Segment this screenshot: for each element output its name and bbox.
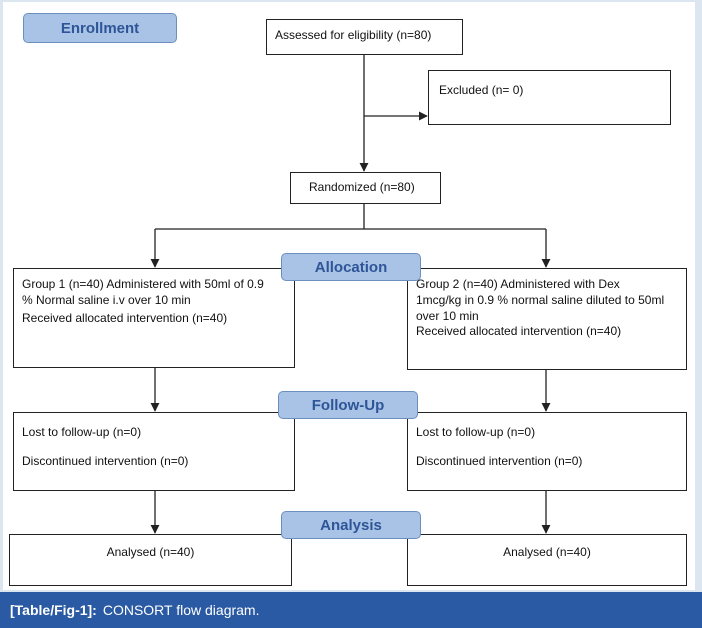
assessed-box: Assessed for eligibility (n=80) xyxy=(266,19,463,55)
stage-allocation: Allocation xyxy=(281,253,421,281)
group2-line3: over 10 min xyxy=(416,308,479,323)
caption-label: [Table/Fig-1]: xyxy=(10,602,97,618)
caption-text: CONSORT flow diagram. xyxy=(102,602,260,618)
group1-box: Group 1 (n=40) Administered with 50ml of… xyxy=(13,268,295,368)
randomized-text: Randomized (n=80) xyxy=(309,180,415,194)
followup1-lost: Lost to follow-up (n=0) xyxy=(22,425,142,439)
followup1-box: Lost to follow-up (n=0) Discontinued int… xyxy=(13,412,295,491)
group1-line1: Group 1 (n=40) Administered with 50ml of… xyxy=(22,277,264,291)
figure-caption: [Table/Fig-1]: CONSORT flow diagram. xyxy=(0,592,702,628)
excluded-box: Excluded (n= 0) xyxy=(428,70,671,125)
followup2-discontinued: Discontinued intervention (n=0) xyxy=(416,453,583,468)
group1-line3: Received allocated intervention (n=40) xyxy=(22,310,228,325)
stage-enrollment: Enrollment xyxy=(23,13,177,43)
followup1-discontinued: Discontinued intervention (n=0) xyxy=(22,453,189,468)
group2-line1: Group 2 (n=40) Administered with Dex xyxy=(416,277,620,291)
randomized-box: Randomized (n=80) xyxy=(290,172,441,204)
analysed2-text: Analysed (n=40) xyxy=(503,545,591,559)
group2-box: Group 2 (n=40) Administered with Dex 1mc… xyxy=(407,268,687,370)
followup2-box: Lost to follow-up (n=0) Discontinued int… xyxy=(407,412,687,491)
analysed1-text: Analysed (n=40) xyxy=(106,545,195,559)
assessed-text: Assessed for eligibility (n=80) xyxy=(275,28,432,42)
group2-line4: Received allocated intervention (n=40) xyxy=(416,324,622,339)
excluded-text: Excluded (n= 0) xyxy=(439,83,524,97)
stage-followup: Follow-Up xyxy=(278,391,418,419)
group1-line2: % Normal saline i.v over 10 min xyxy=(22,292,191,307)
stage-analysis: Analysis xyxy=(281,511,421,539)
analysed2-box: Analysed (n=40) xyxy=(407,534,687,586)
followup2-lost: Lost to follow-up (n=0) xyxy=(416,425,536,439)
group2-line2: 1mcg/kg in 0.9 % normal saline diluted t… xyxy=(416,292,665,307)
analysed1-box: Analysed (n=40) xyxy=(9,534,292,586)
